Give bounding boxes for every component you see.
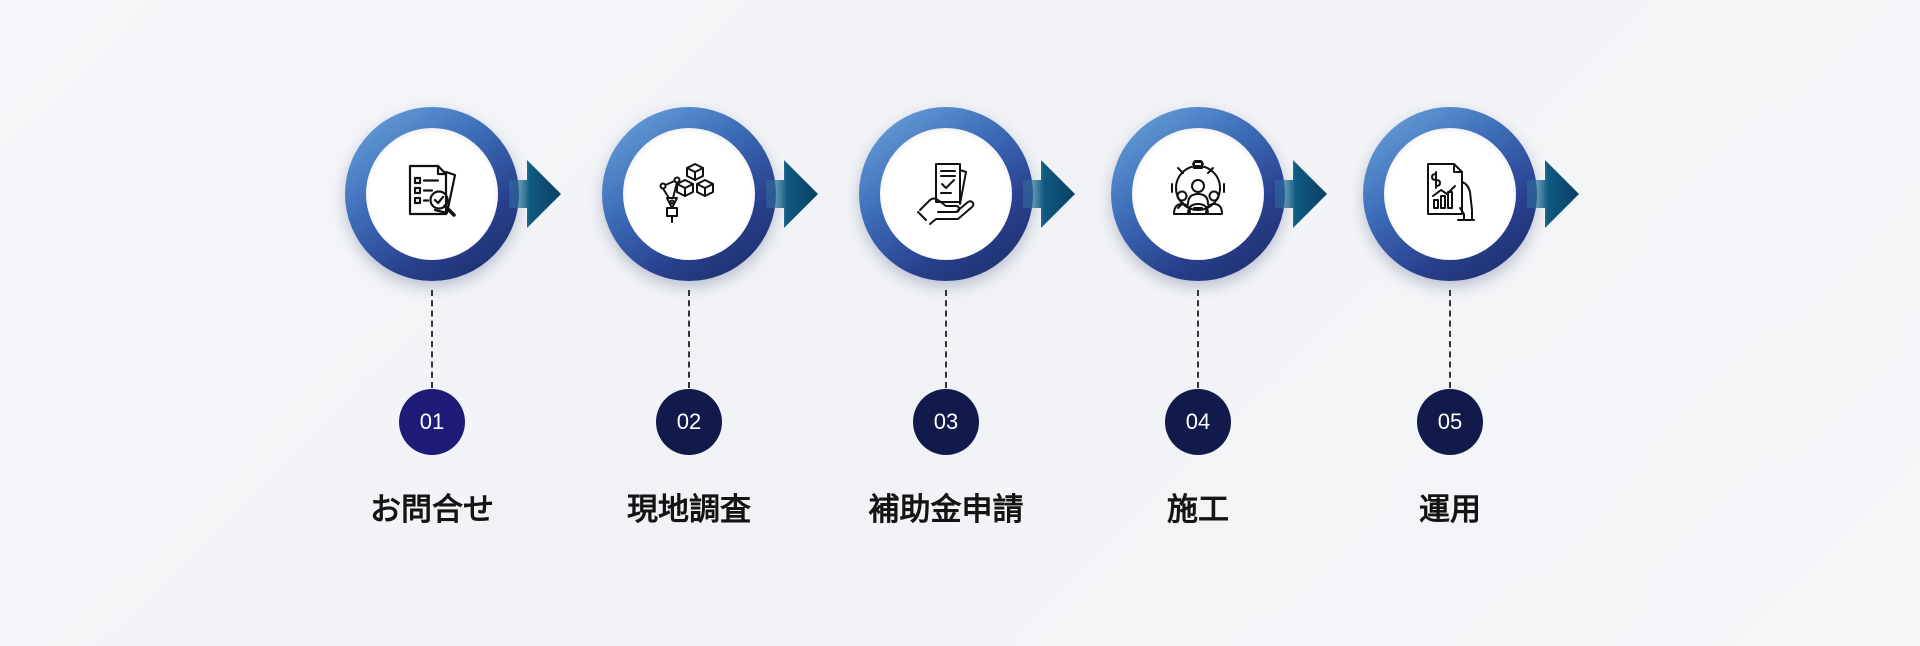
step-label: 施工: [1167, 492, 1229, 528]
arrow-right-icon: [766, 160, 818, 228]
pen-tool-cubes-icon: [659, 163, 714, 223]
step-3: 03 補助金申請: [816, 0, 1076, 646]
step-4: 04 施工: [1068, 0, 1328, 646]
step-icon-circle: [623, 128, 755, 260]
step-icon-circle: [880, 128, 1012, 260]
step-number-badge: 02: [656, 389, 722, 455]
hand-holding-document-icon: [917, 163, 975, 225]
step-number-badge: 03: [913, 389, 979, 455]
step-icon-circle: [366, 128, 498, 260]
step-label: 補助金申請: [868, 492, 1024, 528]
connector-dashed-line: [1197, 290, 1199, 388]
team-gear-icon: [1171, 160, 1225, 215]
step-icon-circle: [1384, 128, 1516, 260]
connector-dashed-line: [945, 290, 947, 388]
step-5: 05 運用: [1320, 0, 1580, 646]
connector-dashed-line: [688, 290, 690, 388]
step-icon-circle: [1132, 128, 1264, 260]
step-label: お問合せ: [370, 492, 494, 528]
step-2: 02 現地調査: [559, 0, 819, 646]
document-check-magnifier-icon: [408, 164, 457, 217]
connector-dashed-line: [431, 290, 433, 388]
step-label: 運用: [1419, 492, 1481, 528]
step-ring: [859, 107, 1033, 281]
step-number-badge: 04: [1165, 389, 1231, 455]
step-ring: [1111, 107, 1285, 281]
step-ring: [602, 107, 776, 281]
arrow-right-icon: [1023, 160, 1075, 228]
step-1: 01 お問合せ: [302, 0, 562, 646]
step-label: 現地調査: [627, 492, 751, 528]
financial-report-icon: [1427, 163, 1475, 221]
connector-dashed-line: [1449, 290, 1451, 388]
step-ring: [1363, 107, 1537, 281]
arrow-right-icon: [509, 160, 561, 228]
step-ring: [345, 107, 519, 281]
arrow-right-icon: [1275, 160, 1327, 228]
arrow-right-icon: [1527, 160, 1579, 228]
step-number-badge: 01: [399, 389, 465, 455]
step-number-badge: 05: [1417, 389, 1483, 455]
